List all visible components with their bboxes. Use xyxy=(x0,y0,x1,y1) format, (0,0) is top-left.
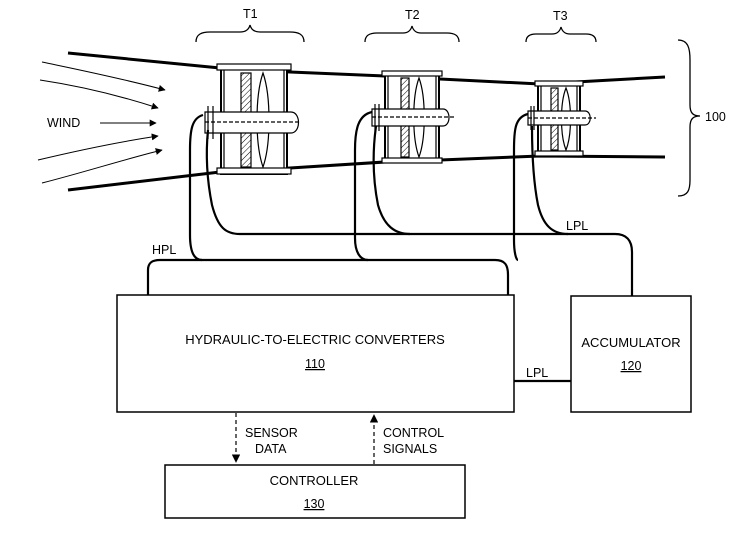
converters-title: HYDRAULIC-TO-ELECTRIC CONVERTERS xyxy=(185,332,445,347)
turbine-label-t2: T2 xyxy=(405,8,420,22)
t3-lp-hose xyxy=(530,125,569,236)
lpl-line xyxy=(240,232,634,296)
duct-top-wall xyxy=(67,51,666,86)
turbine-braces xyxy=(195,24,597,43)
signal-arrows xyxy=(231,413,379,464)
converters-ref: 110 xyxy=(305,357,325,371)
t3-hp-hose xyxy=(512,112,529,262)
wind-arrows xyxy=(37,61,166,184)
turbine-hub xyxy=(204,111,300,134)
duct-bottom-wall xyxy=(67,154,666,192)
system-ref: 100 xyxy=(705,110,726,124)
turbine-flange xyxy=(381,70,443,77)
accumulator-block: ACCUMULATOR 120 xyxy=(570,295,692,413)
control-label-line1: CONTROL xyxy=(383,426,444,440)
t2-hp-hose xyxy=(353,110,373,262)
controller-ref: 130 xyxy=(304,497,325,511)
hpl-label: HPL xyxy=(152,243,176,257)
t1-hp-hose xyxy=(188,113,204,262)
lpl-mid-label: LPL xyxy=(526,366,548,380)
turbine-label-t1: T1 xyxy=(243,7,258,21)
turbine-brace-t3 xyxy=(525,26,597,43)
wind-arrow xyxy=(37,133,159,161)
turbine-t2 xyxy=(371,70,455,164)
hydraulic-lines xyxy=(146,110,634,383)
system-brace xyxy=(677,39,701,197)
t1-lp-hose xyxy=(205,129,241,236)
accumulator-ref: 120 xyxy=(621,359,642,373)
turbine-brace-t1 xyxy=(195,24,305,43)
wind-arrow xyxy=(39,79,159,110)
sensor-label-line1: SENSOR xyxy=(245,426,298,440)
lpl-top-label: LPL xyxy=(566,219,588,233)
turbine-t1 xyxy=(204,63,300,175)
t2-lp-hose xyxy=(372,125,411,236)
sensor-label-line2: DATA xyxy=(255,442,287,456)
turbine-label-t3: T3 xyxy=(553,9,568,23)
controller-title: CONTROLLER xyxy=(270,473,359,488)
control-label-line2: SIGNALS xyxy=(383,442,437,456)
turbine-flange xyxy=(216,63,292,71)
turbine-flange xyxy=(534,150,584,157)
turbine-flange xyxy=(381,157,443,164)
wind-label: WIND xyxy=(47,116,80,130)
hpl-line xyxy=(146,258,510,296)
wind-arrow xyxy=(41,61,166,92)
converters-block: HYDRAULIC-TO-ELECTRIC CONVERTERS 110 xyxy=(116,294,515,413)
turbine-t3 xyxy=(527,80,596,157)
wind-arrow xyxy=(41,148,163,184)
turbine-flange xyxy=(216,167,292,175)
turbine-brace-t2 xyxy=(364,25,460,43)
accumulator-title: ACCUMULATOR xyxy=(581,335,680,350)
turbine-flange xyxy=(534,80,584,87)
controller-block: CONTROLLER 130 xyxy=(164,464,466,519)
